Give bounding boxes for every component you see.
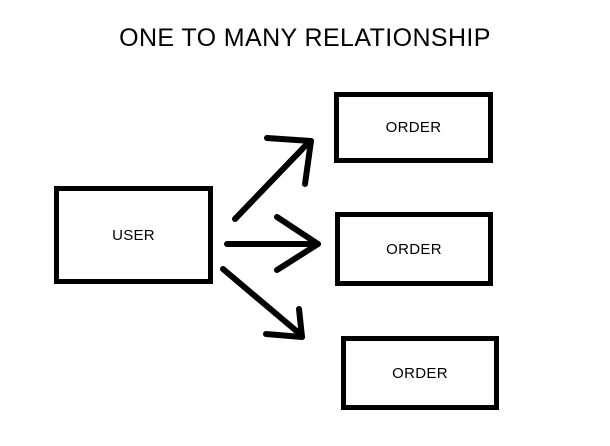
page-title: ONE TO MANY RELATIONSHIP: [119, 24, 491, 52]
arrow-shaft-down: [220, 266, 303, 337]
arrowhead-barb-down-up: [296, 306, 305, 340]
arrowhead-barb-up-down: [302, 138, 314, 187]
arrow-user-to-order-3: [220, 266, 305, 340]
arrowhead-barb-up-left: [264, 135, 314, 144]
arrow-shaft-up: [232, 140, 311, 222]
entity-label-order-1: ORDER: [385, 119, 442, 136]
arrow-user-to-order-1: [232, 135, 314, 222]
arrowhead-barb-right-lower: [274, 241, 321, 273]
entity-box-order-2[interactable]: ORDER: [335, 212, 493, 286]
arrow-user-to-order-2: [224, 214, 321, 273]
entity-label-user: USER: [112, 226, 155, 244]
entity-box-order-3[interactable]: ORDER: [341, 336, 499, 410]
entity-box-order-1[interactable]: ORDER: [334, 92, 493, 163]
arrowhead-barb-down-left: [263, 331, 305, 340]
entity-label-order-2: ORDER: [386, 240, 442, 258]
arrowhead-barb-right-upper: [274, 214, 321, 247]
entity-label-order-3: ORDER: [392, 364, 448, 382]
entity-box-user[interactable]: USER: [54, 186, 213, 284]
